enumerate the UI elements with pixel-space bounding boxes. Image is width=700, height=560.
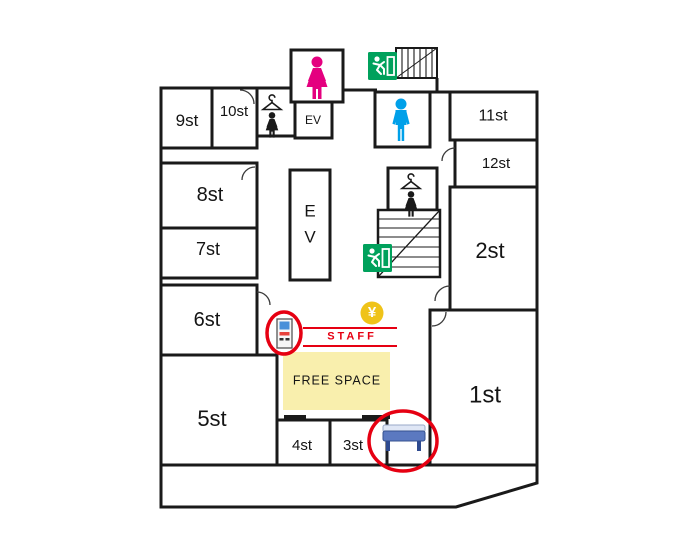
yen-icon	[360, 301, 384, 325]
room-label-1st: 1st	[468, 381, 502, 409]
room-label-10st: 10st	[219, 103, 249, 120]
room-2st	[448, 185, 539, 312]
room-12st	[453, 138, 539, 189]
room-10st	[210, 86, 259, 150]
free-space-area	[283, 352, 390, 410]
yen-label: ¥	[367, 304, 377, 321]
staff-label: STAFF	[327, 330, 377, 343]
room-label-2st: 2st	[475, 237, 505, 263]
elevator-large-label: E V	[304, 201, 316, 247]
vending-machine-icon	[276, 318, 293, 349]
room-label-6st: 6st	[193, 309, 221, 331]
room-label-3st: 3st	[342, 437, 364, 454]
room-label-7st: 7st	[195, 239, 221, 260]
room-label-12st: 12st	[481, 155, 511, 172]
elevator-large	[288, 168, 332, 282]
exit-sign-mid-icon	[362, 243, 393, 273]
exit-sign-top-icon	[367, 51, 398, 81]
elevator-small-label: EV	[304, 112, 322, 127]
wall-segments	[159, 78, 452, 465]
room-5st	[159, 353, 279, 467]
room-7st	[159, 226, 259, 280]
stairs-top-icon	[395, 47, 438, 79]
staff-lines	[303, 327, 397, 347]
highlight-circle-bench	[367, 409, 439, 473]
door-arcs	[239, 89, 456, 327]
free-space-label: FREE SPACE	[292, 373, 382, 388]
room-label-5st: 5st	[197, 405, 227, 431]
room-label-11st: 11st	[478, 107, 508, 125]
room-label-4st: 4st	[291, 437, 313, 454]
room-6st	[159, 283, 259, 357]
room-11st	[448, 90, 539, 142]
highlight-circle-vending	[265, 310, 303, 356]
room-1st	[428, 308, 539, 467]
bench-icon	[382, 424, 426, 451]
room-label-8st: 8st	[196, 184, 224, 206]
bottom-corridor	[159, 463, 539, 509]
room-label-9st: 9st	[175, 110, 199, 130]
